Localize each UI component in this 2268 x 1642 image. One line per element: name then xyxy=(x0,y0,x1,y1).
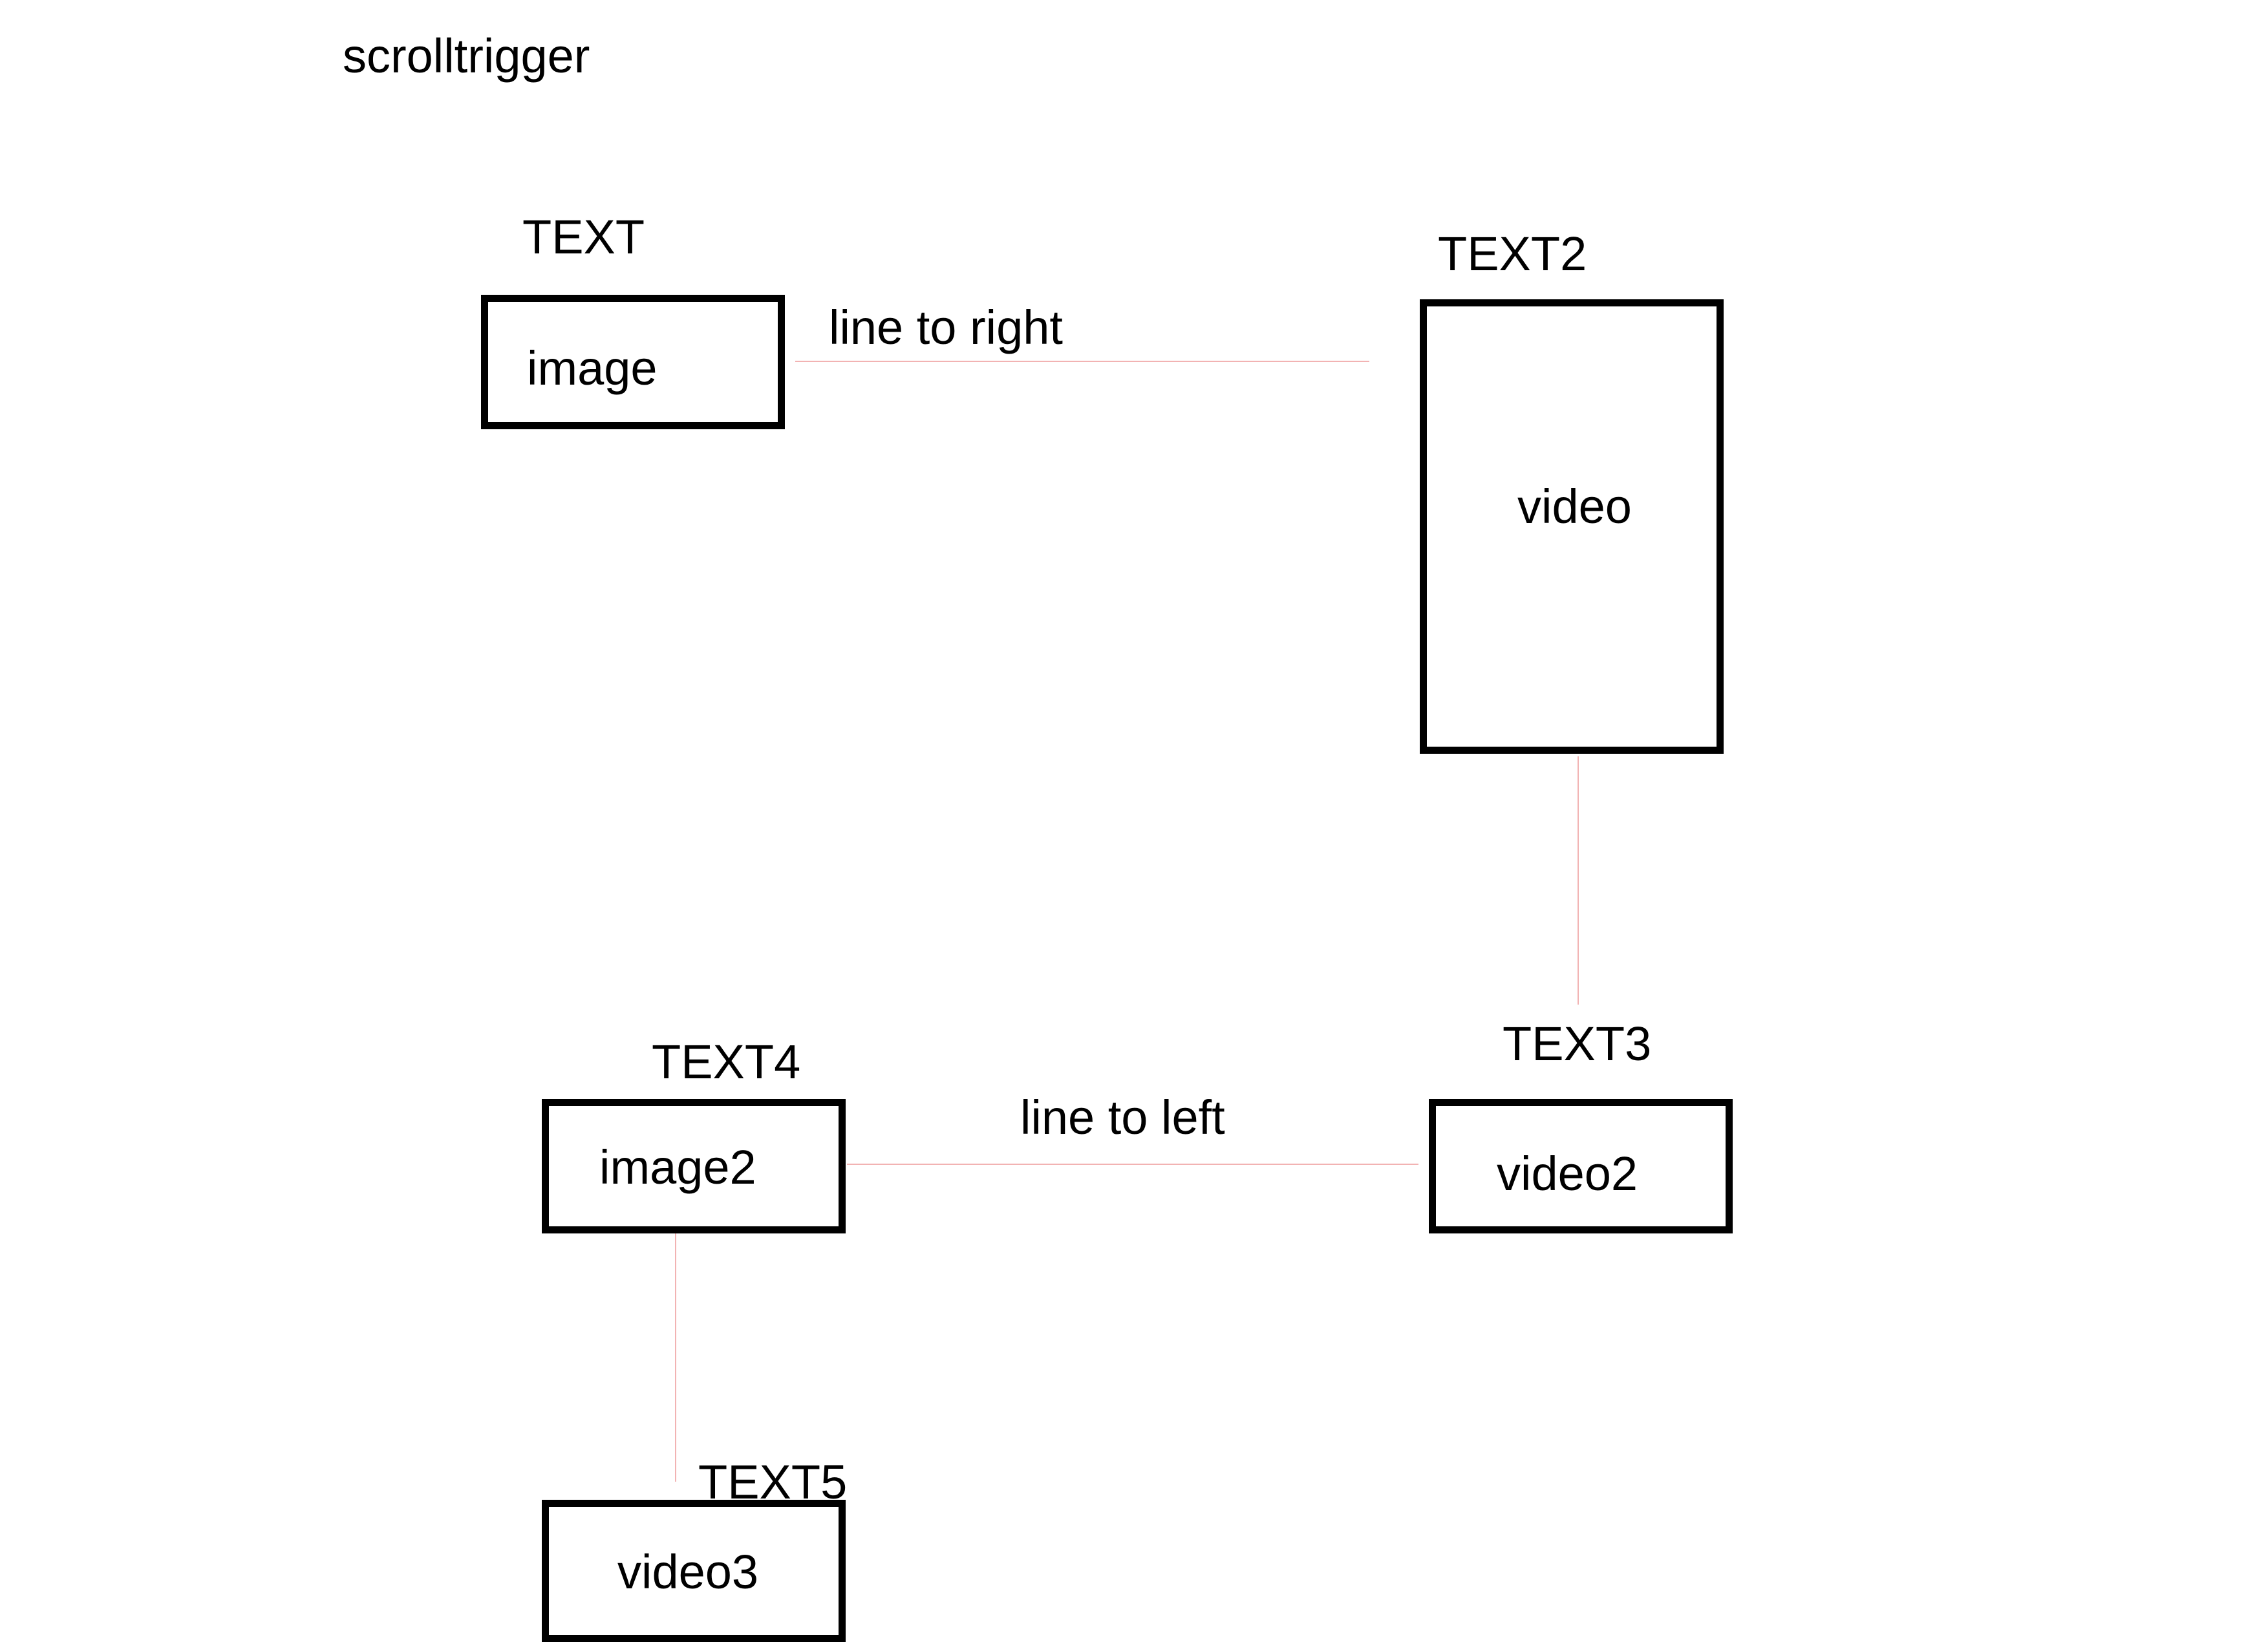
video-heading: TEXT2 xyxy=(1438,227,1587,281)
image2-box: image2 xyxy=(542,1099,846,1233)
image2-box-label: image2 xyxy=(599,1140,756,1194)
video2-box-label: video2 xyxy=(1497,1147,1638,1200)
diagram-title: scrolltrigger xyxy=(343,29,590,83)
image2-to-video3-connector xyxy=(675,1233,676,1482)
image-box-label: image xyxy=(527,341,658,395)
line-to-right-label: line to right xyxy=(829,301,1063,354)
scrolltrigger-diagram: scrolltrigger TEXT image line to right T… xyxy=(343,29,1733,1642)
video3-heading: TEXT5 xyxy=(698,1455,848,1509)
image-heading: TEXT xyxy=(522,210,645,264)
line-to-right-connector xyxy=(795,361,1369,362)
video2-heading: TEXT3 xyxy=(1503,1017,1652,1071)
line-to-left-label: line to left xyxy=(1020,1091,1225,1144)
video2-box: video2 xyxy=(1429,1099,1733,1233)
video3-box-label: video3 xyxy=(617,1545,759,1599)
video-to-video2-connector xyxy=(1578,756,1579,1005)
line-to-left-connector xyxy=(847,1164,1418,1165)
video-box: video xyxy=(1420,299,1724,754)
image2-heading: TEXT4 xyxy=(652,1035,801,1089)
video3-box: video3 xyxy=(542,1500,846,1642)
video-box-label: video xyxy=(1517,480,1632,533)
image-box: image xyxy=(481,295,785,429)
